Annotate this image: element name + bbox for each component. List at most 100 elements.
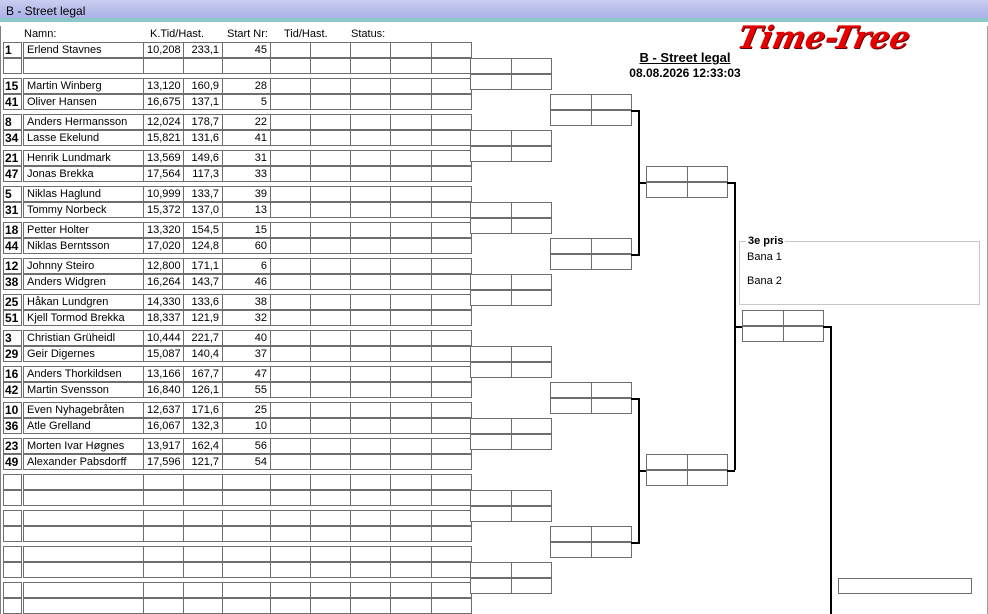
seed-cell[interactable]: 10 bbox=[3, 402, 22, 418]
start-cell[interactable]: 54 bbox=[222, 454, 271, 470]
name-cell[interactable] bbox=[23, 598, 144, 614]
round1-result-box[interactable] bbox=[431, 526, 472, 542]
name-cell[interactable]: Erlend Stavnes bbox=[23, 42, 144, 58]
time-cell[interactable]: 13,320 bbox=[143, 222, 184, 238]
quarterfinal-box[interactable] bbox=[591, 542, 632, 558]
status-cell[interactable] bbox=[350, 186, 391, 202]
round2-box[interactable] bbox=[470, 218, 512, 234]
start-cell[interactable]: 33 bbox=[222, 166, 271, 182]
seed-cell[interactable]: 8 bbox=[3, 114, 22, 130]
name-cell[interactable]: Christian Grüheidl bbox=[23, 330, 144, 346]
speed-cell[interactable]: 121,7 bbox=[183, 454, 223, 470]
name-cell[interactable]: Atle Grelland bbox=[23, 418, 144, 434]
round2-box[interactable] bbox=[470, 362, 512, 378]
round1-result-box[interactable] bbox=[431, 346, 472, 362]
start-cell[interactable]: 25 bbox=[222, 402, 271, 418]
quarterfinal-box[interactable] bbox=[550, 110, 592, 126]
speed-cell[interactable]: 140,4 bbox=[183, 346, 223, 362]
quarterfinal-box[interactable] bbox=[591, 382, 632, 398]
status-cell[interactable] bbox=[350, 546, 391, 562]
time-cell[interactable] bbox=[143, 526, 184, 542]
round2-box[interactable] bbox=[470, 290, 512, 306]
round1-result-box[interactable] bbox=[390, 130, 432, 146]
name-cell[interactable]: Johnny Steiro bbox=[23, 258, 144, 274]
time-cell[interactable]: 17,596 bbox=[143, 454, 184, 470]
start-cell[interactable]: 45 bbox=[222, 42, 271, 58]
seed-cell[interactable]: 15 bbox=[3, 78, 22, 94]
status-cell[interactable] bbox=[350, 582, 391, 598]
seed-cell[interactable] bbox=[3, 474, 22, 490]
seed-cell[interactable] bbox=[3, 490, 22, 506]
quarterfinal-box[interactable] bbox=[591, 238, 632, 254]
time-cell[interactable] bbox=[143, 474, 184, 490]
quarterfinal-box[interactable] bbox=[550, 238, 592, 254]
start-cell[interactable]: 31 bbox=[222, 150, 271, 166]
status-cell[interactable] bbox=[350, 114, 391, 130]
speed-cell[interactable]: 171,1 bbox=[183, 258, 223, 274]
time2-cell[interactable] bbox=[270, 546, 311, 562]
name-cell[interactable]: Oliver Hansen bbox=[23, 94, 144, 110]
time2-cell[interactable] bbox=[270, 366, 311, 382]
start-cell[interactable] bbox=[222, 598, 271, 614]
start-cell[interactable]: 10 bbox=[222, 418, 271, 434]
time2-cell[interactable] bbox=[270, 274, 311, 290]
round1-result-box[interactable] bbox=[431, 474, 472, 490]
time-cell[interactable]: 12,637 bbox=[143, 402, 184, 418]
round1-result-box[interactable] bbox=[431, 546, 472, 562]
speed2-cell[interactable] bbox=[310, 546, 351, 562]
start-cell[interactable]: 22 bbox=[222, 114, 271, 130]
status-cell[interactable] bbox=[350, 58, 391, 74]
round1-result-box[interactable] bbox=[431, 402, 472, 418]
round1-result-box[interactable] bbox=[390, 310, 432, 326]
speed-cell[interactable]: 132,3 bbox=[183, 418, 223, 434]
speed-cell[interactable] bbox=[183, 526, 223, 542]
time-cell[interactable]: 16,675 bbox=[143, 94, 184, 110]
quarterfinal-box[interactable] bbox=[591, 110, 632, 126]
seed-cell[interactable] bbox=[3, 510, 22, 526]
speed2-cell[interactable] bbox=[310, 166, 351, 182]
time2-cell[interactable] bbox=[270, 382, 311, 398]
speed-cell[interactable]: 133,6 bbox=[183, 294, 223, 310]
quarterfinal-box[interactable] bbox=[550, 526, 592, 542]
time-cell[interactable] bbox=[143, 490, 184, 506]
speed2-cell[interactable] bbox=[310, 150, 351, 166]
time2-cell[interactable] bbox=[270, 258, 311, 274]
round2-box[interactable] bbox=[470, 506, 512, 522]
round1-result-box[interactable] bbox=[390, 202, 432, 218]
seed-cell[interactable] bbox=[3, 582, 22, 598]
speed-cell[interactable] bbox=[183, 562, 223, 578]
speed-cell[interactable]: 221,7 bbox=[183, 330, 223, 346]
round2-box[interactable] bbox=[511, 562, 552, 578]
quarterfinal-box[interactable] bbox=[591, 254, 632, 270]
round2-box[interactable] bbox=[511, 434, 552, 450]
round2-box[interactable] bbox=[511, 218, 552, 234]
final-box[interactable] bbox=[783, 310, 824, 326]
quarterfinal-box[interactable] bbox=[550, 254, 592, 270]
time2-cell[interactable] bbox=[270, 330, 311, 346]
round1-result-box[interactable] bbox=[390, 438, 432, 454]
round1-result-box[interactable] bbox=[431, 258, 472, 274]
time2-cell[interactable] bbox=[270, 582, 311, 598]
name-cell[interactable]: Petter Holter bbox=[23, 222, 144, 238]
speed2-cell[interactable] bbox=[310, 310, 351, 326]
round2-box[interactable] bbox=[511, 202, 552, 218]
speed-cell[interactable] bbox=[183, 598, 223, 614]
winner-box[interactable] bbox=[838, 578, 972, 594]
time-cell[interactable]: 10,999 bbox=[143, 186, 184, 202]
semifinal-box[interactable] bbox=[646, 182, 688, 198]
round2-box[interactable] bbox=[470, 202, 512, 218]
round2-box[interactable] bbox=[470, 146, 512, 162]
round1-result-box[interactable] bbox=[390, 166, 432, 182]
start-cell[interactable]: 37 bbox=[222, 346, 271, 362]
round1-result-box[interactable] bbox=[431, 114, 472, 130]
start-cell[interactable]: 40 bbox=[222, 330, 271, 346]
round1-result-box[interactable] bbox=[431, 94, 472, 110]
time2-cell[interactable] bbox=[270, 438, 311, 454]
speed-cell[interactable]: 121,9 bbox=[183, 310, 223, 326]
name-cell[interactable]: Alexander Pabsdorff bbox=[23, 454, 144, 470]
round1-result-box[interactable] bbox=[390, 238, 432, 254]
time2-cell[interactable] bbox=[270, 42, 311, 58]
speed2-cell[interactable] bbox=[310, 202, 351, 218]
speed-cell[interactable]: 149,6 bbox=[183, 150, 223, 166]
round1-result-box[interactable] bbox=[431, 510, 472, 526]
